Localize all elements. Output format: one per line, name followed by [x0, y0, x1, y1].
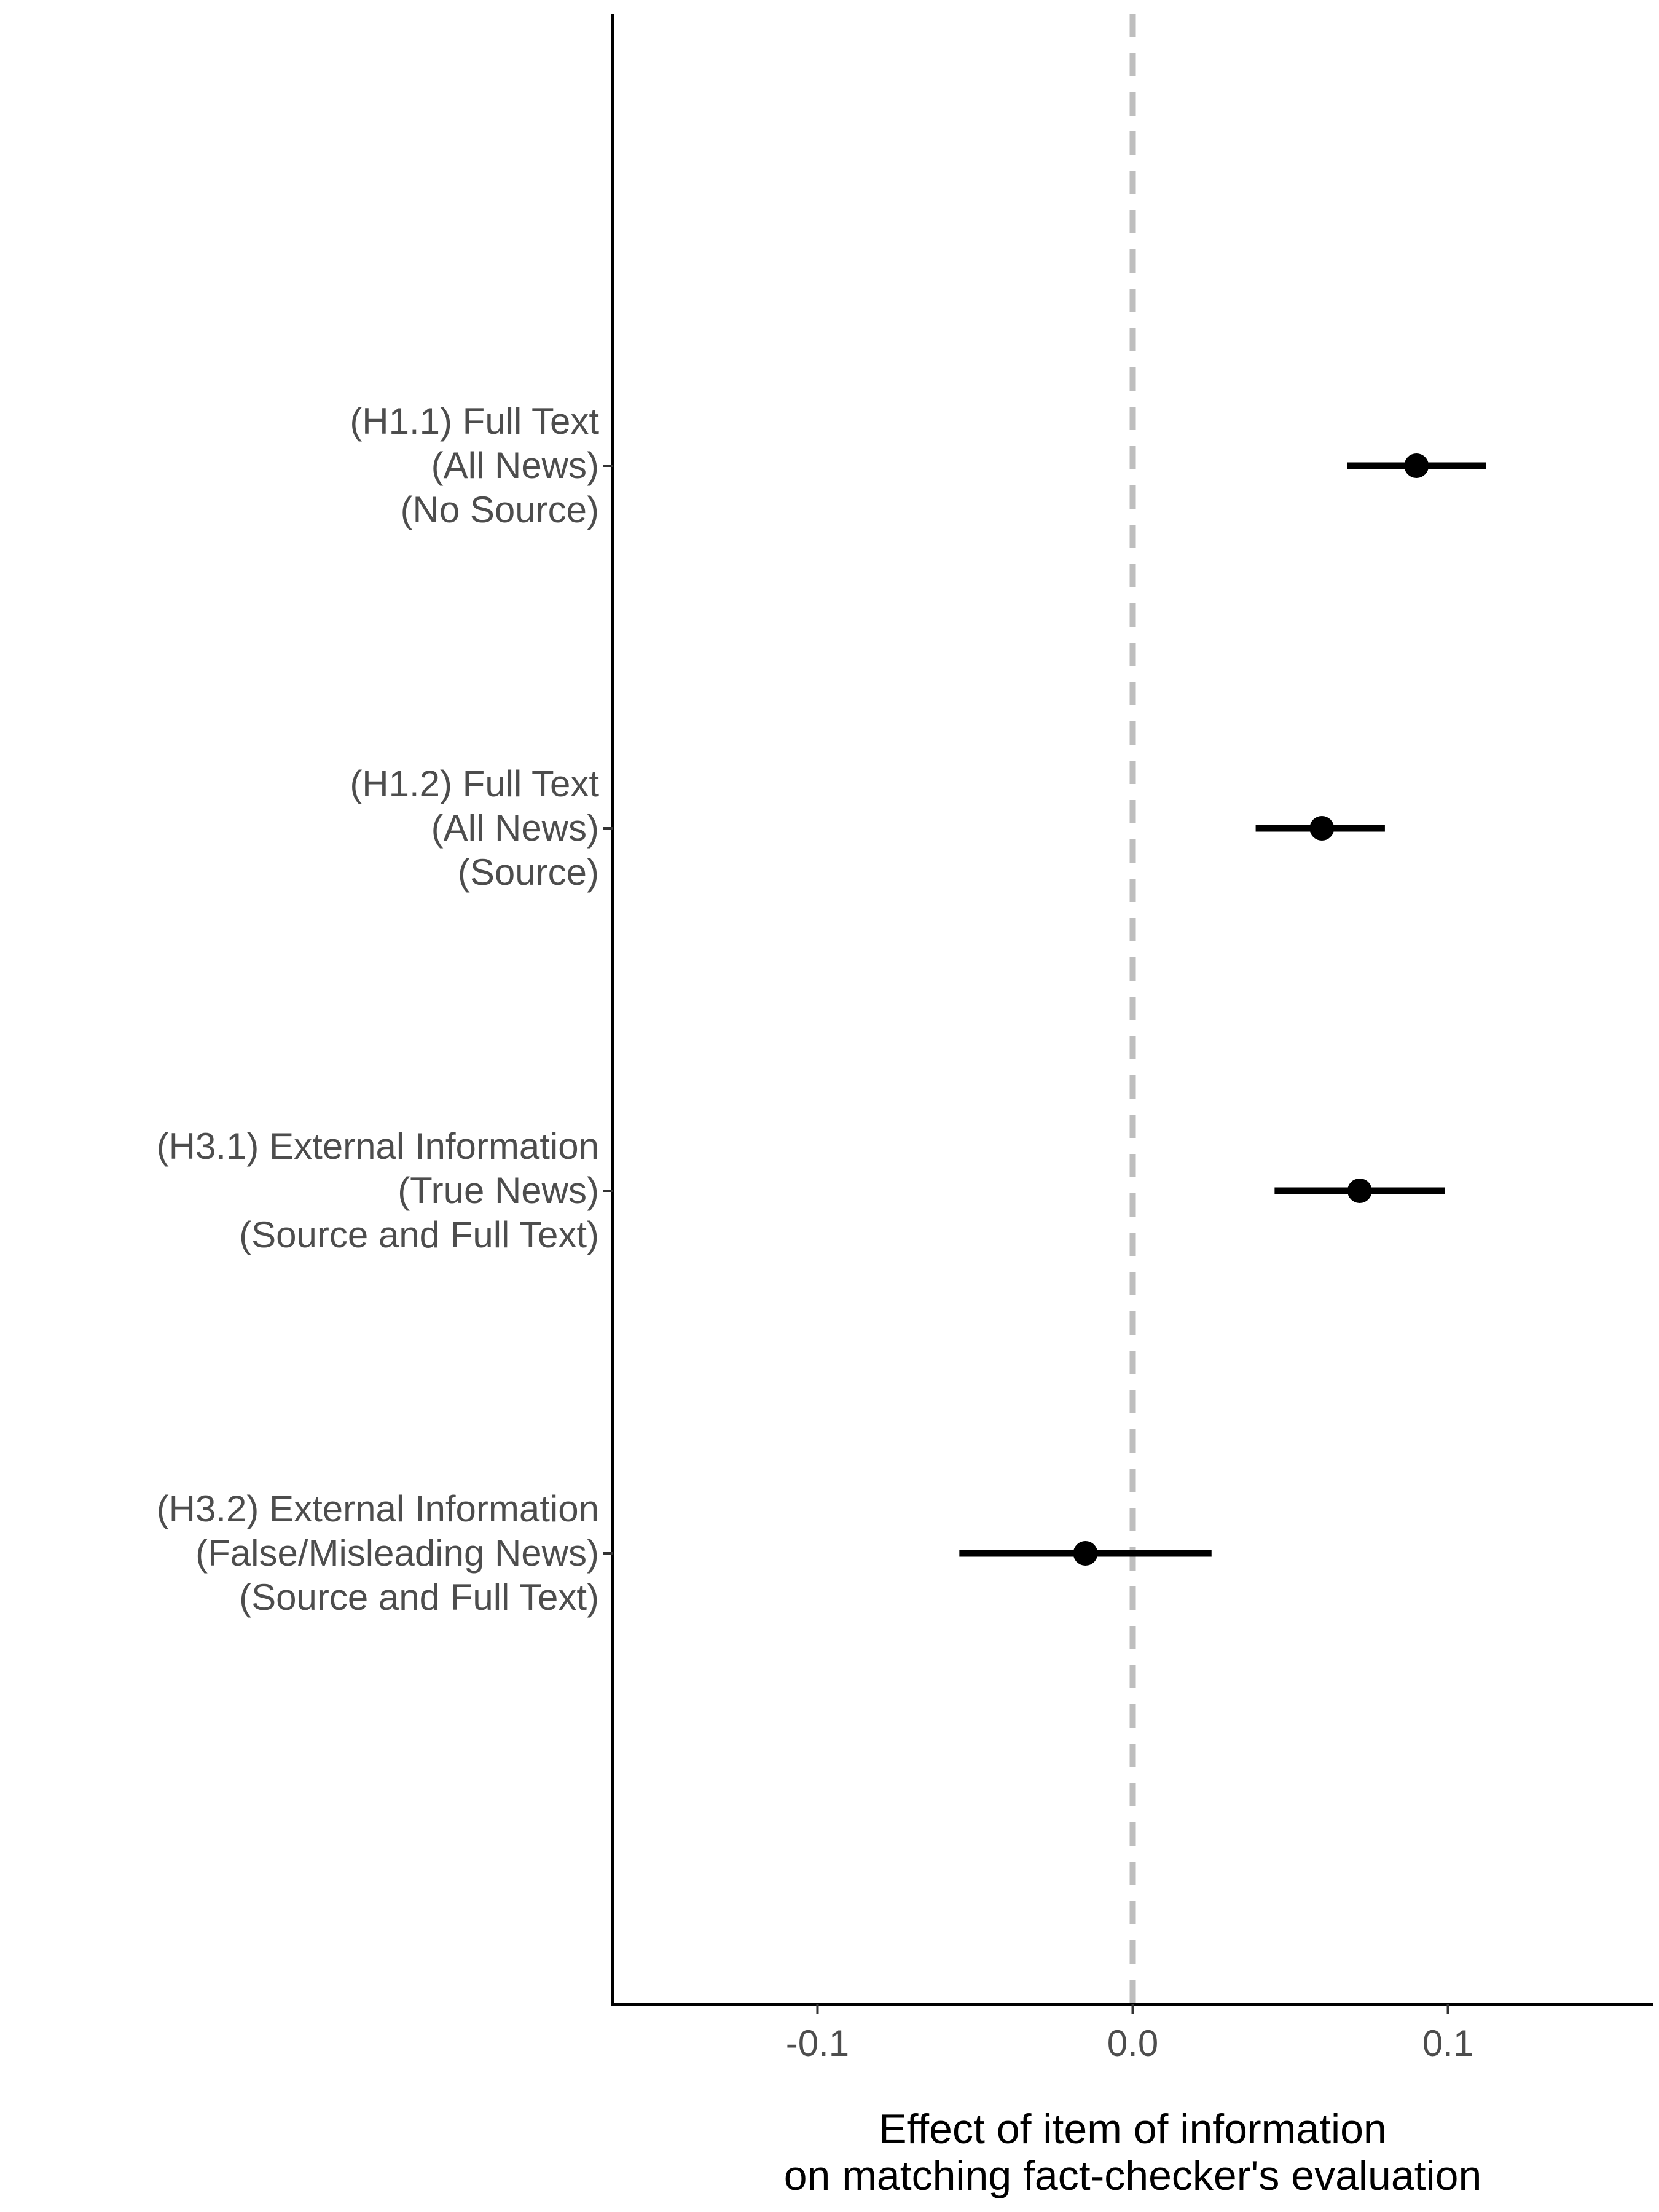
- y-tick-label: (Source): [458, 852, 599, 893]
- point-estimate: [1309, 816, 1335, 841]
- x-axis-title: on matching fact-checker's evaluation: [784, 2152, 1482, 2199]
- y-tick-label: (No Source): [401, 489, 599, 530]
- y-tick-label: (H3.1) External Information: [157, 1126, 599, 1167]
- point-estimate: [1347, 1179, 1372, 1203]
- point-estimate: [1404, 453, 1429, 478]
- y-tick-label: (Source and Full Text): [239, 1214, 599, 1255]
- y-tick-label: (All News): [431, 445, 599, 486]
- axes-layer: [603, 14, 1653, 2014]
- y-tick-label: (H1.1) Full Text: [350, 401, 599, 442]
- x-tick-label: 0.0: [1107, 2023, 1158, 2064]
- x-axis-title: Effect of item of information: [879, 2106, 1386, 2152]
- y-tick-label: (All News): [431, 807, 599, 849]
- y-tick-label: (H1.2) Full Text: [350, 763, 599, 804]
- y-tick-label: (False/Misleading News): [195, 1532, 599, 1574]
- y-tick-label: (True News): [398, 1170, 599, 1211]
- marks-layer: [959, 453, 1486, 1566]
- point-estimate: [1073, 1541, 1098, 1566]
- y-tick-label: (H3.2) External Information: [157, 1488, 599, 1529]
- x-tick-label: 0.1: [1422, 2023, 1473, 2064]
- x-tick-label: -0.1: [786, 2023, 849, 2064]
- y-tick-label: (Source and Full Text): [239, 1577, 599, 1618]
